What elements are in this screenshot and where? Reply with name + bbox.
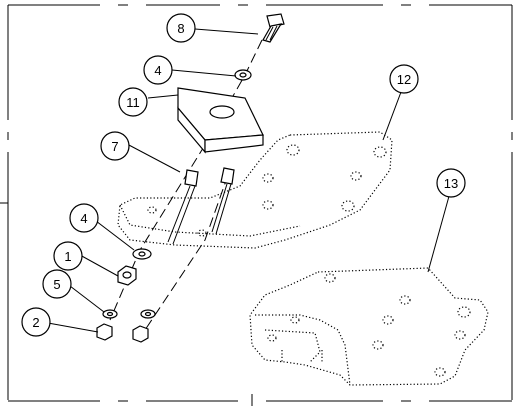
part-12-bracket <box>117 131 393 249</box>
balloon-1: 1 <box>53 241 83 271</box>
balloon-4-top: 4 <box>143 55 173 85</box>
balloon-11: 11 <box>118 87 148 117</box>
balloon-8-label: 8 <box>177 21 184 36</box>
balloon-11-label: 11 <box>126 95 140 110</box>
part-1-nut <box>117 265 137 286</box>
part-2-nuts <box>96 323 149 343</box>
drawing-frame <box>0 4 513 406</box>
balloon-1-label: 1 <box>64 249 71 264</box>
part-13-bracket <box>249 267 489 386</box>
balloon-4-mid: 4 <box>69 203 99 233</box>
balloon-13: 13 <box>436 168 466 198</box>
balloon-13-label: 13 <box>444 176 458 191</box>
balloon-12: 12 <box>389 64 419 94</box>
balloon-7-label: 7 <box>111 139 118 154</box>
balloon-2: 2 <box>21 307 51 337</box>
part-5-washers <box>102 309 156 319</box>
explosion-axis-lines <box>109 39 263 331</box>
part-7-bolts <box>167 167 235 245</box>
balloon-5: 5 <box>42 269 72 299</box>
balloon-8: 8 <box>166 13 196 43</box>
part-4-washer-top <box>234 69 252 81</box>
part-11-clamp-block <box>177 87 264 154</box>
part-4-washer-mid <box>132 248 152 260</box>
balloon-12-label: 12 <box>397 72 411 87</box>
leader-lines <box>47 28 452 333</box>
balloon-5-label: 5 <box>53 277 60 292</box>
balloon-4-top-label: 4 <box>154 63 161 78</box>
balloon-4-mid-label: 4 <box>80 211 87 226</box>
balloon-2-label: 2 <box>32 315 39 330</box>
balloon-7: 7 <box>100 131 130 161</box>
part-8-bolt <box>262 13 285 43</box>
